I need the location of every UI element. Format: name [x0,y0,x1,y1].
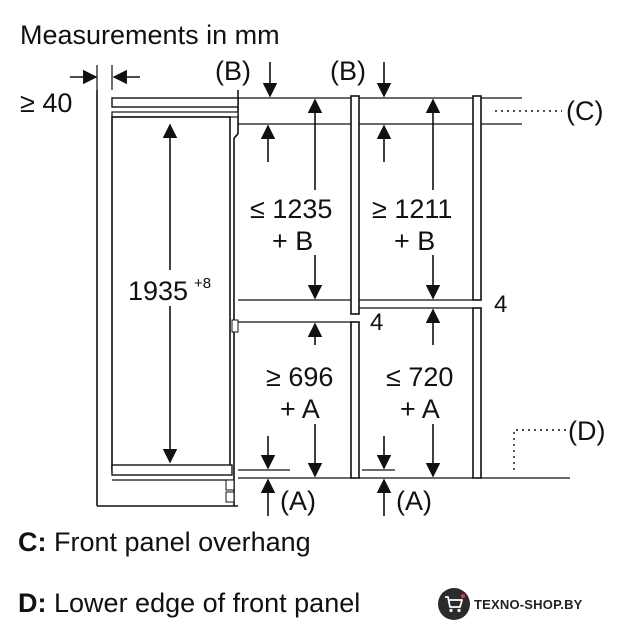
lower-right-dim-2: + A [400,394,440,424]
lower-left-dim-2: + A [280,394,320,424]
door-panel-right-lower [472,307,482,479]
niche-top-board [111,97,239,108]
door-panel-left-upper [350,95,360,315]
b-left-label: (B) [215,56,251,86]
height-main-label: 1935 [128,276,188,306]
gap-mid-right: 4 [494,291,507,318]
gap-mid-left: 4 [370,309,383,336]
b-right-label: (B) [330,56,366,86]
upper-left-dim-1: ≤ 1235 [250,194,332,224]
door-panel-right-upper [472,95,482,301]
gap-top-label: ≥ 40 [20,88,72,118]
legend-d-key: D: [18,588,47,618]
watermark-logo: TEXNO-SHOP.BY [438,588,583,620]
shopping-cart-icon [438,588,470,620]
watermark-text: TEXNO-SHOP.BY [474,596,583,612]
upper-right-dim-2: + B [394,226,435,256]
a-left-label: (A) [280,486,316,516]
legend-d: D: Lower edge of front panel [18,588,360,619]
reference-lines [238,97,570,479]
c-reference-label: (C) [566,96,603,126]
d-reference-label: (D) [568,416,605,446]
appliance-base [111,464,233,476]
lower-left-dim-1: ≥ 696 [266,362,333,392]
legend-d-text: Lower edge of front panel [54,588,361,618]
upper-right-dim-1: ≥ 1211 [372,194,452,224]
diagram-title: Measurements in mm [20,20,280,50]
lower-right-dim-1: ≤ 720 [386,362,453,392]
legend-c: C: Front panel overhang [18,527,311,558]
door-panel-left-lower [350,321,360,479]
a-right-label: (A) [396,486,432,516]
upper-left-dim-2: + B [272,226,313,256]
height-main-sup: +8 [194,275,211,292]
legend-c-text: Front panel overhang [54,527,311,557]
legend-c-key: C: [18,527,47,557]
